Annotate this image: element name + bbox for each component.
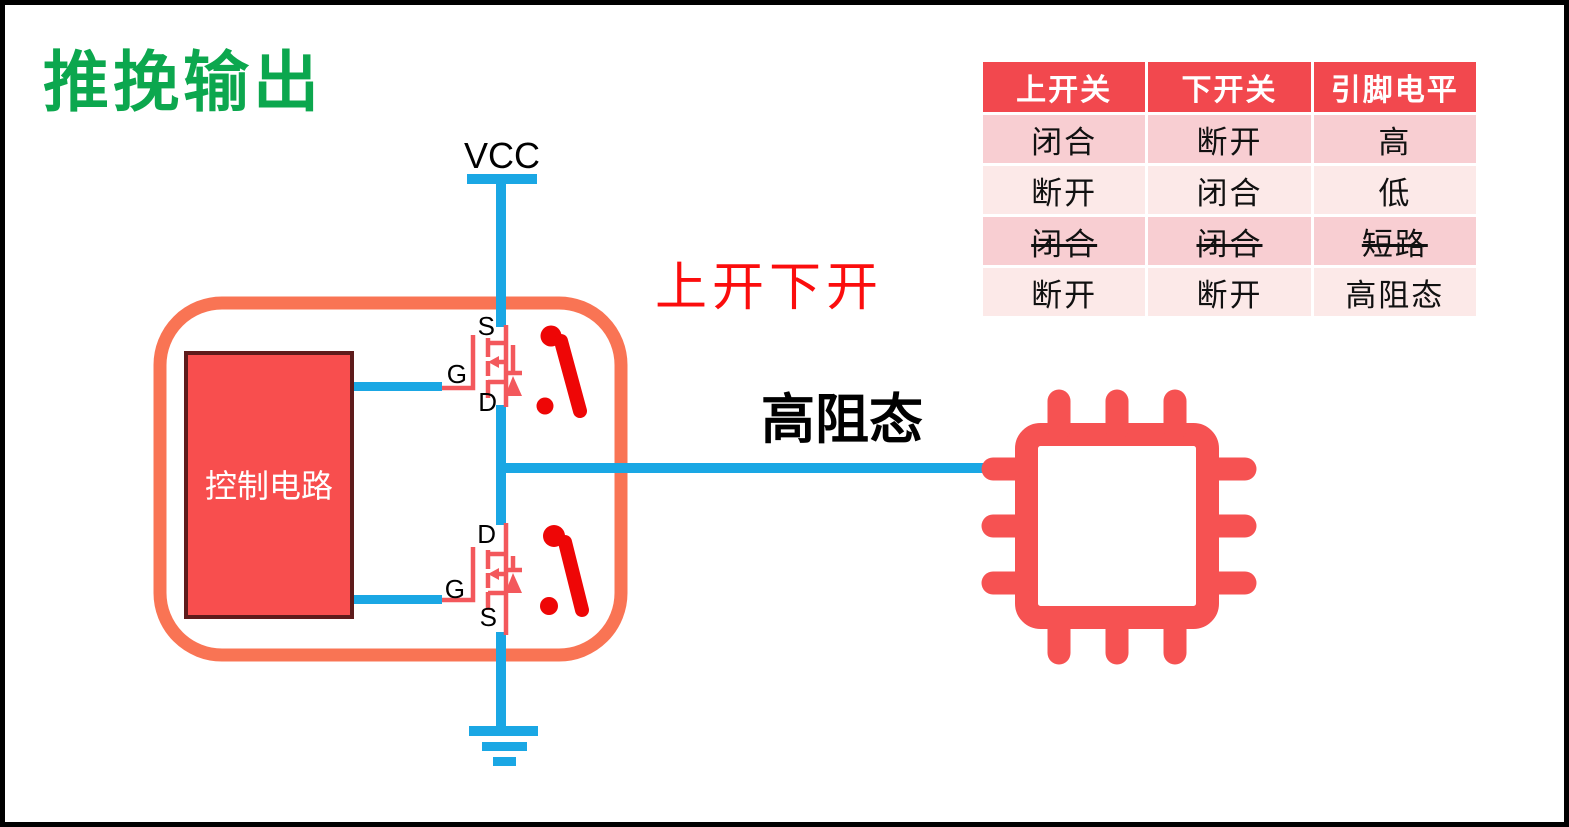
- top-mosfet-gate: [442, 335, 476, 391]
- output-state-label: 高阻态: [761, 390, 923, 450]
- control-circuit-box: [184, 351, 354, 619]
- vcc-label: VCC: [464, 135, 540, 176]
- gate-label-bottom: G: [445, 574, 465, 604]
- drain-label-top: D: [478, 387, 497, 417]
- table-cell: 断开: [983, 166, 1146, 214]
- drain-label-bottom: D: [477, 519, 496, 549]
- gate-wire-top: [352, 382, 442, 391]
- table-header-lower-switch: 下开关: [1148, 62, 1311, 112]
- source-label-bottom: S: [480, 602, 497, 632]
- ground-symbol: [469, 726, 538, 766]
- top-mosfet-symbol: [442, 325, 522, 407]
- bottom-mosfet-body-diode: [505, 556, 522, 573]
- source-label-top: S: [478, 311, 495, 341]
- bottom-open-switch-icon: [540, 525, 589, 617]
- table-cell: 高阻态: [1313, 268, 1476, 316]
- truth-table: 上开关 下开关 引脚电平 闭合 断开 高 断开 闭合 低 闭合 闭合 短路 断开…: [983, 62, 1476, 316]
- top-mosfet-body-diode: [505, 345, 522, 376]
- table-cell: 断开: [1148, 115, 1311, 163]
- circuit-diagram: 控制电路 VCC S G D: [153, 135, 1257, 766]
- top-mosfet-labels: S G D: [447, 311, 497, 417]
- page-title: 推挽输出: [43, 47, 323, 120]
- table-cell: 断开: [1148, 268, 1311, 316]
- output-wire: [496, 463, 990, 473]
- bottom-mosfet-symbol: [442, 523, 522, 635]
- table-cell: 高: [1313, 115, 1476, 163]
- table-cell: 断开: [983, 268, 1146, 316]
- top-open-switch-icon: [536, 325, 587, 418]
- table-cell: 短路: [1313, 217, 1476, 265]
- vcc-wire: [496, 177, 506, 327]
- switch-state-annotation: 上开下开: [655, 259, 884, 317]
- chip-icon: [981, 389, 1257, 665]
- ground-wire: [496, 632, 506, 728]
- bottom-mosfet-gate: [442, 547, 476, 603]
- table-cell: 闭合: [983, 217, 1146, 265]
- gate-label-top: G: [447, 359, 467, 389]
- table-cell: 闭合: [983, 115, 1146, 163]
- bottom-mosfet-labels: D G S: [445, 519, 497, 632]
- table-header-upper-switch: 上开关: [983, 62, 1146, 112]
- table-cell: 闭合: [1148, 217, 1311, 265]
- table-cell: 低: [1313, 166, 1476, 214]
- table-header-pin-level: 引脚电平: [1313, 62, 1476, 112]
- driver-outline-box: [153, 296, 628, 662]
- control-circuit-label: 控制电路: [205, 468, 333, 504]
- wires: [352, 174, 990, 728]
- table-cell: 闭合: [1148, 166, 1311, 214]
- gate-wire-bottom: [352, 595, 442, 604]
